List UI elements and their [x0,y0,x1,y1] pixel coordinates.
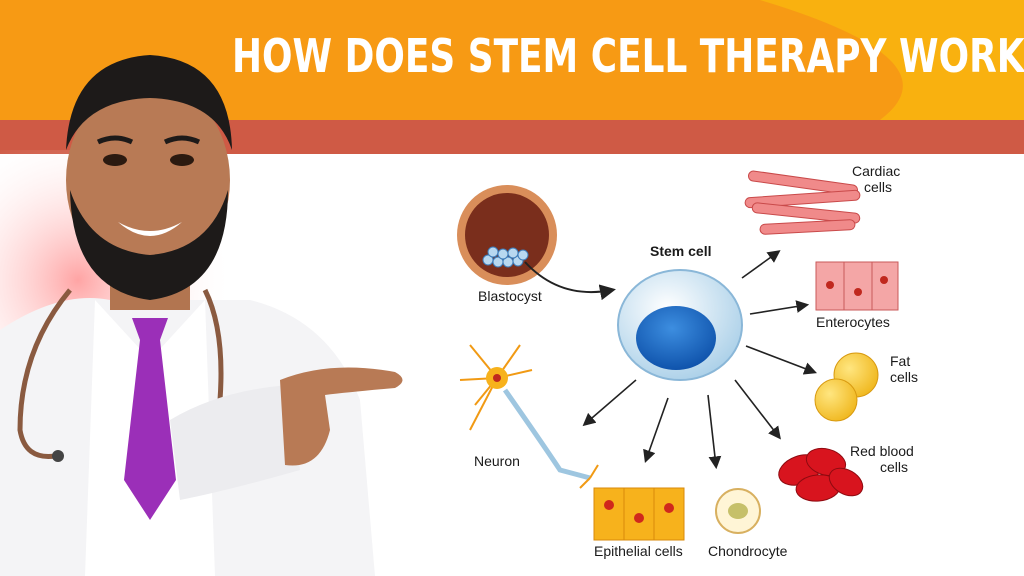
label-enterocytes: Enterocytes [816,314,890,330]
chondrocyte-cell [715,488,761,534]
blastocyst-cell [457,185,557,285]
stem-cell [617,269,743,381]
label-fat-2: cells [890,369,918,385]
label-epithelial: Epithelial cells [594,543,683,559]
fat-cells [814,352,879,422]
label-cardiac-2: cells [864,179,892,195]
label-fat-1: Fat [890,353,910,369]
label-red-blood-1: Red blood [850,443,914,459]
enterocyte-cells [815,261,899,311]
label-blastocyst: Blastocyst [478,288,542,304]
label-red-blood-2: cells [880,459,908,475]
label-stem-cell: Stem cell [650,243,711,259]
label-neuron: Neuron [474,453,520,469]
red-blood-cells [778,447,864,502]
label-cardiac-1: Cardiac [852,163,900,179]
label-chondrocyte: Chondrocyte [708,543,788,559]
cardiac-cells [744,170,861,235]
epithelial-cells [593,487,685,541]
presenter-image [0,55,403,576]
